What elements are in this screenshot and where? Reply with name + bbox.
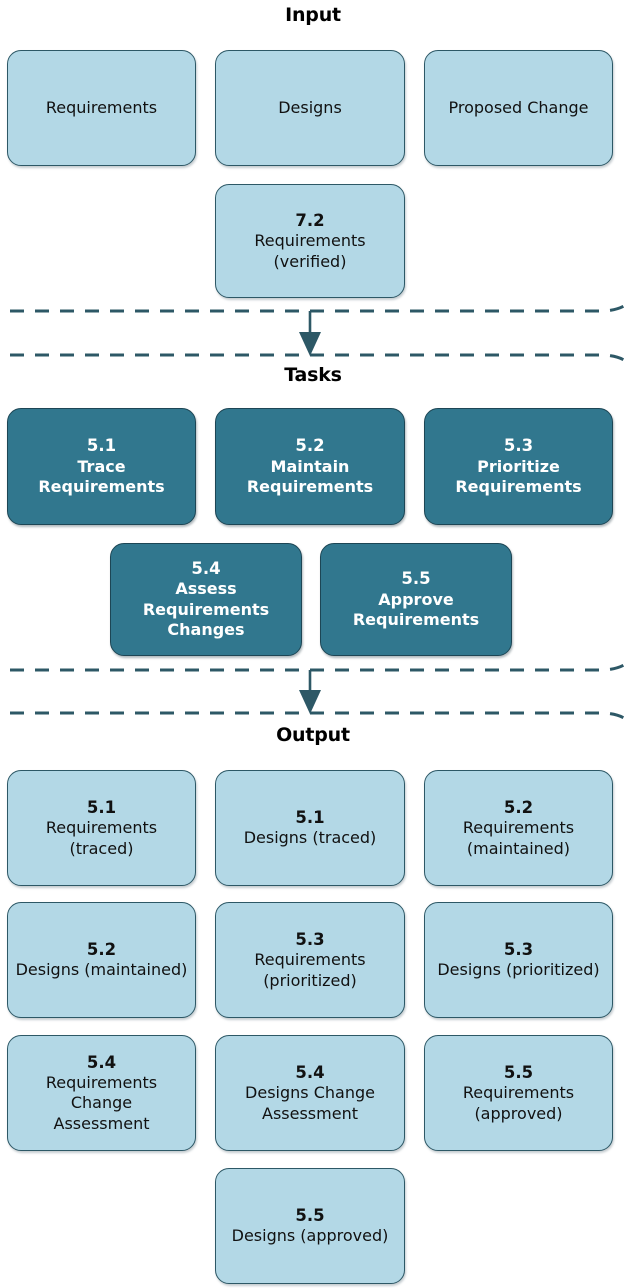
node-label: Requirements (verified) [254, 231, 366, 271]
node-label: Designs [278, 97, 342, 117]
output-node-5-3-designs-prioritized[interactable]: 5.3 Designs (prioritized) [424, 902, 613, 1018]
output-band-top-line [0, 711, 626, 722]
task-node-5-1-trace-requirements[interactable]: 5.1 Trace Requirements [7, 408, 196, 525]
node-number: 5.3 [503, 436, 534, 456]
node-label: Requirements [45, 97, 158, 117]
section-title-output: Output [276, 724, 350, 746]
node-label: Maintain Requirements [246, 456, 374, 497]
node-label: Prioritize Requirements [455, 456, 582, 497]
node-number: 5.5 [401, 569, 431, 589]
node-number: 5.3 [295, 929, 325, 949]
task-node-5-3-prioritize-requirements[interactable]: 5.3 Prioritize Requirements [424, 408, 613, 525]
node-number: 5.3 [503, 940, 534, 960]
output-node-5-5-designs-approved[interactable]: 5.5 Designs (approved) [215, 1168, 405, 1284]
tasks-to-output-arrow [299, 670, 321, 714]
node-label: Designs (approved) [231, 1226, 389, 1246]
node-label: Requirements (prioritized) [254, 950, 366, 990]
node-label: Requirements (maintained) [462, 818, 575, 858]
node-number: 5.4 [295, 1062, 325, 1082]
output-node-5-4-designs-change-assessment[interactable]: 5.4 Designs Change Assessment [215, 1035, 405, 1151]
node-number: 5.2 [295, 436, 325, 456]
node-number: 7.2 [295, 210, 325, 230]
output-node-5-1-designs-traced[interactable]: 5.1 Designs (traced) [215, 770, 405, 886]
output-node-5-2-designs-maintained[interactable]: 5.2 Designs (maintained) [7, 902, 196, 1018]
task-node-5-5-approve-requirements[interactable]: 5.5 Approve Requirements [320, 543, 512, 656]
section-title-input: Input [285, 4, 341, 26]
input-node-requirements[interactable]: Requirements [7, 50, 196, 166]
node-label: Designs Change Assessment [245, 1083, 375, 1123]
tasks-band-top-line [0, 353, 626, 364]
node-label: Assess Requirements Changes [142, 579, 270, 640]
node-number: 5.4 [86, 1052, 117, 1072]
output-node-5-3-requirements-prioritized[interactable]: 5.3 Requirements (prioritized) [215, 902, 405, 1018]
input-to-tasks-arrow [299, 311, 321, 356]
input-node-7-2-requirements-verified[interactable]: 7.2 Requirements (verified) [215, 184, 405, 298]
node-label: Designs (traced) [243, 828, 377, 848]
tasks-band-bottom-line [0, 661, 626, 672]
input-node-designs[interactable]: Designs [215, 50, 405, 166]
node-label: Designs (maintained) [15, 960, 188, 980]
node-number: 5.5 [503, 1062, 534, 1082]
node-number: 5.1 [295, 808, 325, 828]
section-title-tasks: Tasks [284, 364, 342, 386]
node-label: Approve Requirements [352, 589, 480, 630]
node-number: 5.4 [191, 559, 221, 579]
node-number: 5.1 [86, 797, 117, 817]
task-node-5-2-maintain-requirements[interactable]: 5.2 Maintain Requirements [215, 408, 405, 525]
node-label: Requirements (traced) [45, 818, 158, 858]
node-number: 5.1 [86, 436, 117, 456]
input-node-proposed-change[interactable]: Proposed Change [424, 50, 613, 166]
task-node-5-4-assess-requirements-changes[interactable]: 5.4 Assess Requirements Changes [110, 543, 302, 656]
output-node-5-4-requirements-change-assessment[interactable]: 5.4 Requirements Change Assessment [7, 1035, 196, 1151]
node-number: 5.2 [86, 940, 117, 960]
node-number: 5.2 [503, 797, 534, 817]
node-label: Requirements (approved) [462, 1083, 575, 1123]
node-label: Requirements Change Assessment [45, 1072, 158, 1133]
output-node-5-2-requirements-maintained[interactable]: 5.2 Requirements (maintained) [424, 770, 613, 886]
node-label: Trace Requirements [38, 456, 165, 497]
input-band-bottom-line [0, 302, 626, 313]
node-label: Proposed Change [448, 97, 589, 117]
output-node-5-5-requirements-approved[interactable]: 5.5 Requirements (approved) [424, 1035, 613, 1151]
node-label: Designs (prioritized) [437, 960, 600, 980]
output-node-5-1-requirements-traced[interactable]: 5.1 Requirements (traced) [7, 770, 196, 886]
node-number: 5.5 [295, 1206, 325, 1226]
